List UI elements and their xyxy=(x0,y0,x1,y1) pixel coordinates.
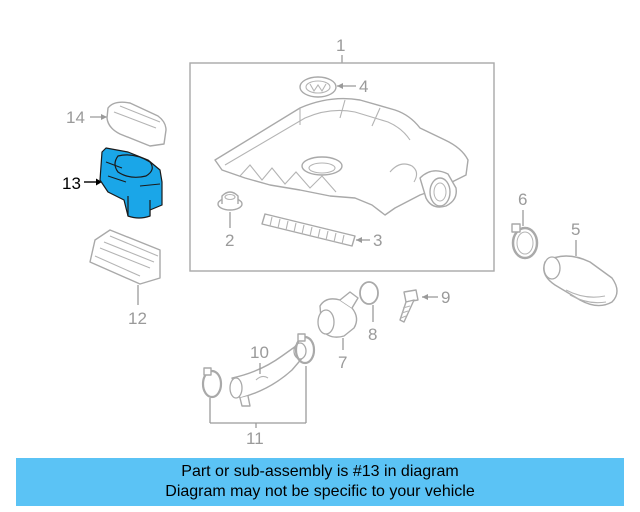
engine-cover-group-box xyxy=(189,62,495,272)
callout-11-bracket xyxy=(209,366,307,428)
callout-8: 8 xyxy=(368,325,377,344)
emblem xyxy=(299,76,337,98)
callout-14: 14 xyxy=(66,108,85,127)
callout-6: 6 xyxy=(518,190,527,209)
air-intake-duct xyxy=(89,229,161,285)
banner-line-1: Part or sub-assembly is #13 in diagram xyxy=(181,463,459,480)
hose-clamp-left xyxy=(201,367,223,399)
banner-line-2: Diagram may not be specific to your vehi… xyxy=(165,483,475,500)
intake-tube xyxy=(229,342,307,407)
callout-12: 12 xyxy=(128,309,147,328)
highlighted-part-13[interactable] xyxy=(99,147,163,219)
callout-9: 9 xyxy=(441,288,450,307)
callout-13: 13 xyxy=(62,174,81,193)
callout-1: 1 xyxy=(336,36,345,55)
grommet xyxy=(217,191,243,211)
callout-11: 11 xyxy=(246,429,264,448)
callout-3: 3 xyxy=(373,231,382,250)
engine-cover xyxy=(214,97,469,216)
air-filter-element xyxy=(261,213,356,247)
callout-4: 4 xyxy=(359,77,368,96)
mass-air-flow-sensor xyxy=(317,291,359,338)
callout-10: 10 xyxy=(250,343,269,362)
bolt xyxy=(399,289,419,323)
callout-7: 7 xyxy=(338,353,347,372)
callout-5: 5 xyxy=(571,220,580,239)
callout-2: 2 xyxy=(225,231,234,250)
o-ring xyxy=(359,281,379,305)
resonator-cover xyxy=(106,101,167,147)
info-banner: Part or sub-assembly is #13 in diagram D… xyxy=(16,458,624,506)
parts-diagram: 1 4 2 3 14 xyxy=(62,36,618,448)
hose-clamp-upper xyxy=(511,223,539,260)
hose-clamp-right xyxy=(294,333,316,365)
intake-hose xyxy=(543,255,618,307)
